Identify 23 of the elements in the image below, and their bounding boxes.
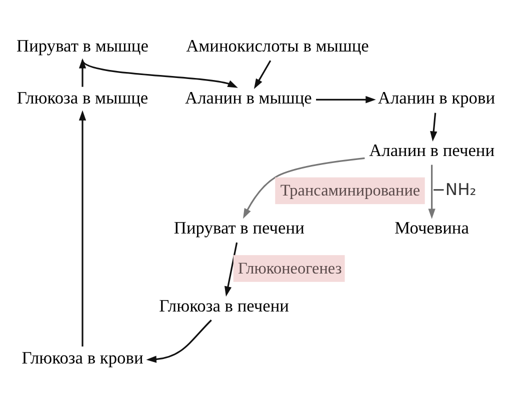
edge-label: −NH₂ — [432, 180, 476, 199]
node-text: Глюкоза в крови — [22, 347, 144, 368]
arrow — [146, 319, 212, 362]
arrow — [430, 112, 438, 142]
node-text: Глюкоза в печени — [159, 294, 290, 315]
arrow — [254, 60, 272, 88]
node-text: Глюкоза в мышце — [16, 87, 148, 108]
arrow — [78, 110, 86, 346]
edge-label: Глюконеогенез — [238, 258, 342, 277]
node-text: Мочевина — [394, 217, 469, 238]
node-text: Аланин в мышце — [185, 87, 312, 108]
arrow — [428, 164, 436, 218]
node-text: Аланин в печени — [369, 139, 495, 160]
node-text: Пируват в мышце — [16, 34, 148, 55]
node-text: Аминокислоты в мышце — [186, 34, 369, 55]
arrow — [224, 242, 238, 296]
arrow — [78, 58, 86, 86]
arrow — [316, 96, 376, 103]
edge-label: Трансаминирование — [280, 181, 420, 200]
arrow — [243, 156, 365, 218]
node-text: Пируват в печени — [174, 217, 304, 238]
arrow — [82, 59, 238, 88]
node-text: Аланин в крови — [378, 87, 496, 108]
